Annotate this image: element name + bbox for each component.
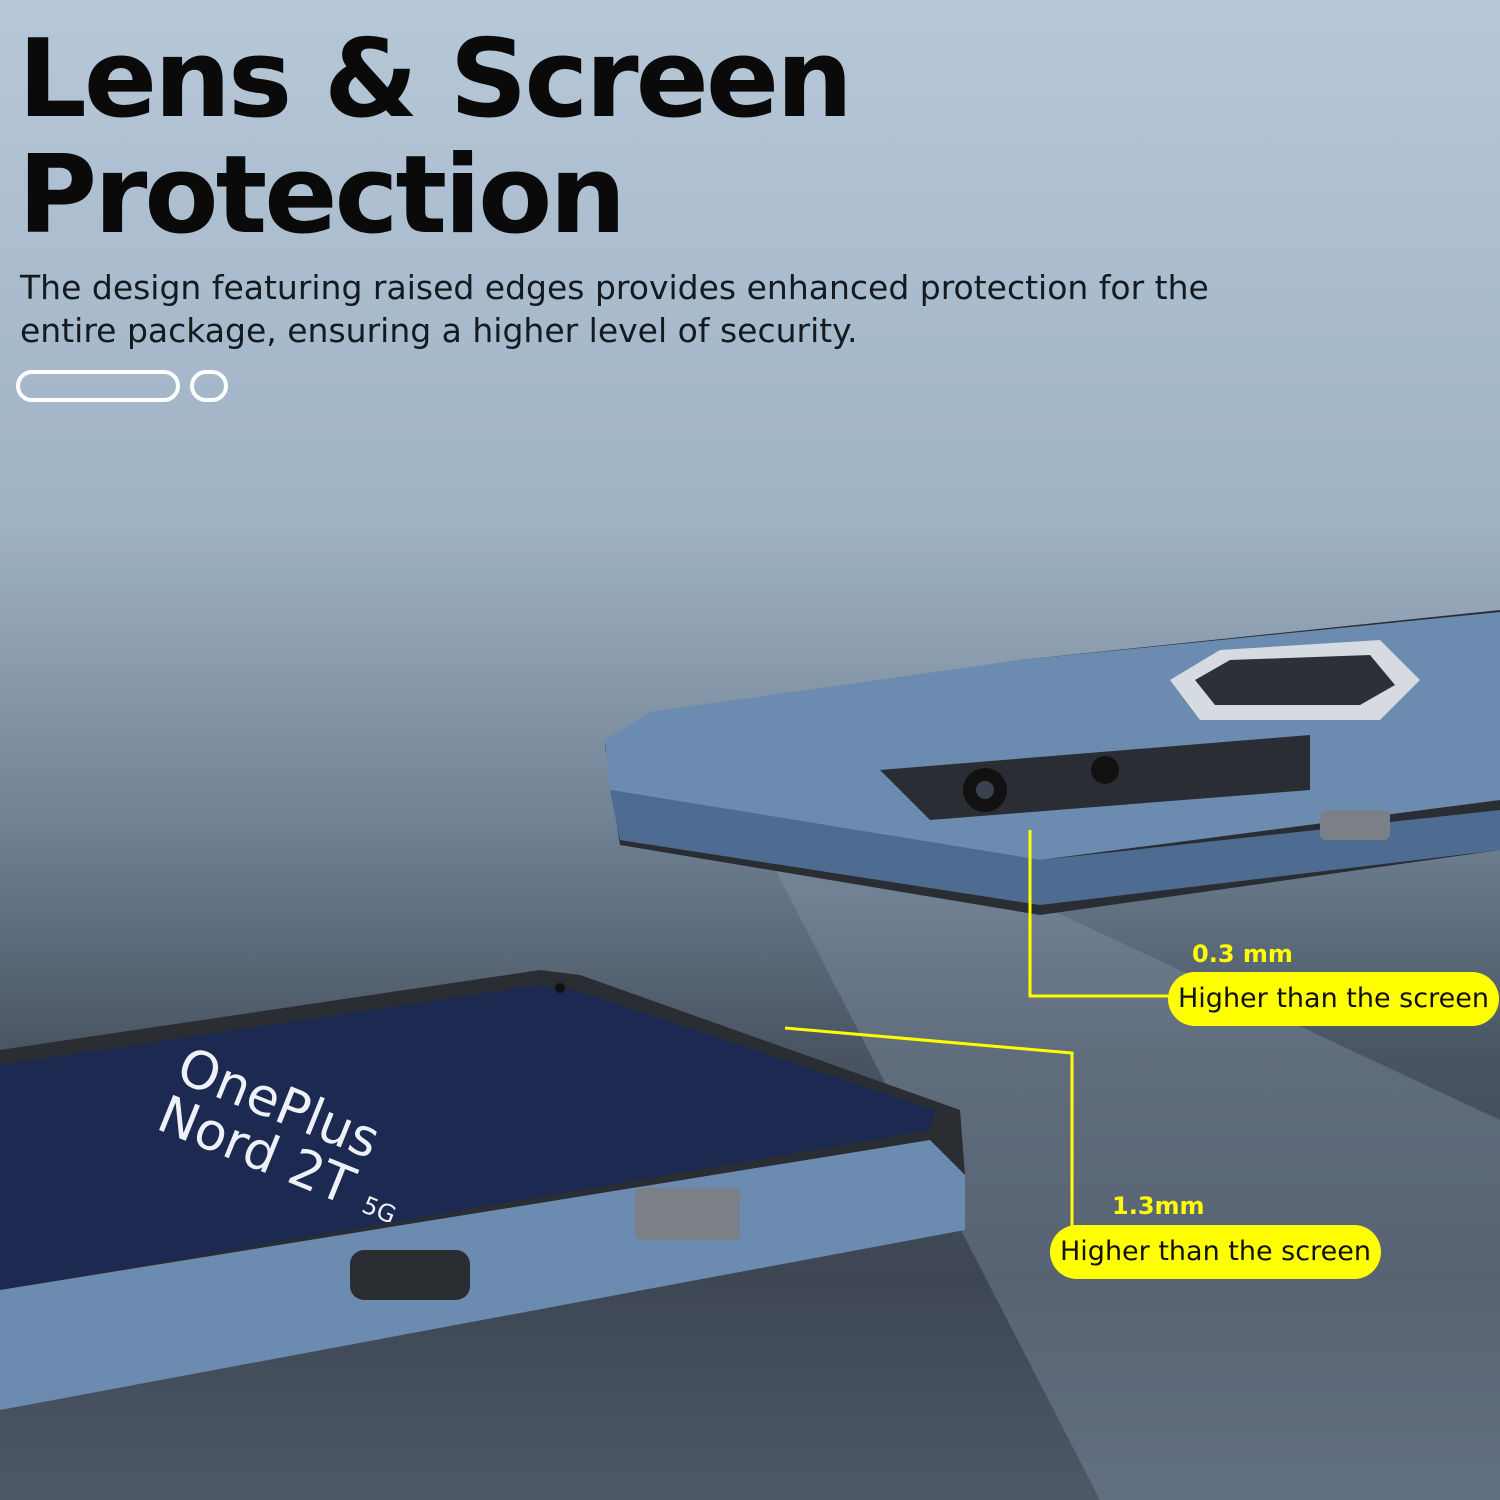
callout-measurement-bottom: 1.3mm bbox=[1112, 1192, 1205, 1220]
power-button bbox=[350, 1250, 470, 1300]
callout-line-top bbox=[1028, 830, 1170, 998]
decorative-pill-short bbox=[190, 370, 228, 402]
case-side bbox=[610, 790, 1500, 905]
phone-front bbox=[0, 970, 965, 1410]
description: The design featuring raised edges provid… bbox=[20, 268, 1209, 350]
phone-screen bbox=[0, 985, 935, 1290]
callout-label-top: Higher than the screen bbox=[1168, 972, 1499, 1026]
callout-line-bottom bbox=[784, 1026, 1074, 1228]
page-title: Lens & Screen Protection bbox=[18, 22, 853, 254]
side-button bbox=[635, 1188, 740, 1240]
side-button bbox=[1320, 810, 1390, 840]
callout-measurement-top: 0.3 mm bbox=[1192, 940, 1293, 968]
title-line-1: Lens & Screen bbox=[18, 17, 853, 142]
title-line-2: Protection bbox=[18, 133, 626, 258]
light-beam bbox=[760, 840, 1500, 1500]
phone-back-case bbox=[605, 610, 1500, 915]
front-camera-icon bbox=[555, 983, 565, 993]
secondary-lens-icon bbox=[1091, 756, 1119, 784]
callout-label-bottom: Higher than the screen bbox=[1050, 1225, 1381, 1279]
camera-lens-inner bbox=[976, 781, 994, 799]
ring-holder-center bbox=[1195, 655, 1395, 705]
decorative-pill-long bbox=[16, 370, 180, 402]
